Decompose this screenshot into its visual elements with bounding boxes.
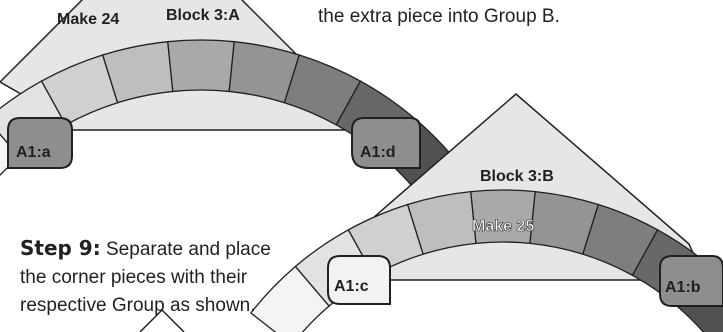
block-3b-make-label: Make 25: [472, 218, 534, 235]
step-9-instructions: Step 9: Separate and place the corner pi…: [20, 234, 320, 320]
block-3a-make-label: Make 24: [57, 11, 119, 28]
step-text-line3: respective Group as shown.: [20, 295, 256, 316]
corner-a1a-label: A1:a: [16, 144, 51, 161]
next-block-triangle-partial: [139, 308, 185, 332]
block-3a-arc-segment: [167, 39, 235, 93]
step-text-line2: the corner pieces with their: [20, 267, 248, 288]
intro-text: the extra piece into Group B.: [318, 6, 560, 27]
block-3a: Make 24 Block 3:A A1:a A1:d: [0, 0, 462, 199]
step-title: Step 9:: [20, 236, 101, 260]
step-text-line1: Separate and place: [100, 239, 271, 260]
corner-a1d-label: A1:d: [360, 144, 396, 161]
corner-a1b-label: A1:b: [665, 279, 701, 296]
block-3b-arc-segment: [470, 189, 536, 245]
block-3a-name-label: Block 3:A: [166, 7, 240, 24]
block-3b: Block 3:B A1:c A1:b Make 25: [249, 93, 723, 332]
corner-a1d-piece: [351, 117, 421, 169]
corner-a1c-label: A1:c: [334, 278, 369, 295]
corner-a1c-piece: [327, 255, 391, 305]
corner-a1b-piece: [659, 255, 723, 307]
corner-a1a-piece: [7, 117, 73, 169]
block-3b-name-label: Block 3:B: [480, 168, 554, 185]
